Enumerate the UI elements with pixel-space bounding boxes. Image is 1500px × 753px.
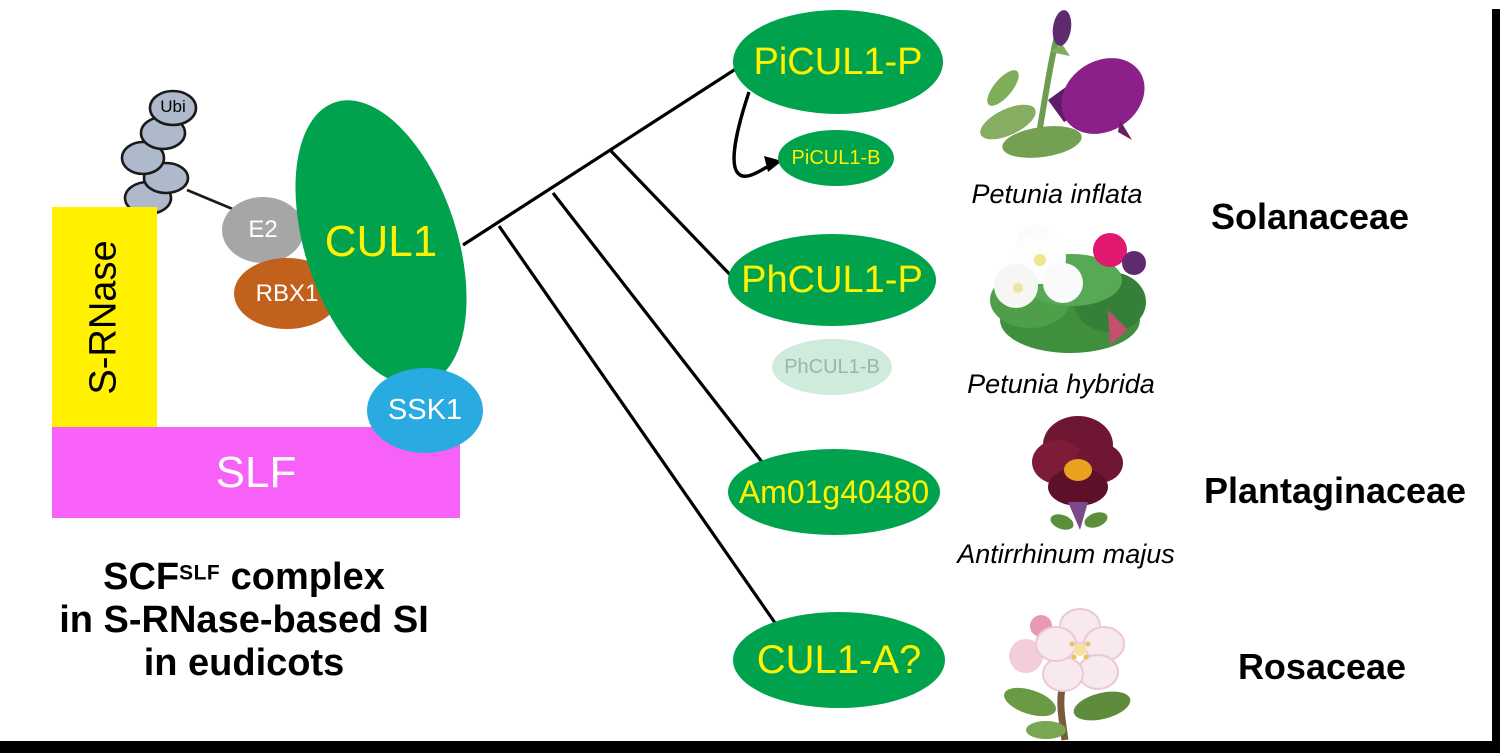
screen-bezel-bottom [0, 741, 1500, 753]
caption-line-1: SCFSLF complex [103, 556, 385, 598]
petunia-hybrida-photo [990, 224, 1146, 353]
family-solanaceae: Solanaceae [1210, 196, 1410, 237]
s-rnase-label: S-RNase [83, 239, 125, 395]
caption-line-3: in eudicots [143, 641, 345, 684]
node-phcul1-b: PhCUL1-B [772, 339, 892, 395]
phylogeny-lines [462, 61, 782, 631]
node-am01g40480: Am01g40480 [728, 449, 940, 535]
node-cul1-a-label: CUL1-A? [756, 637, 922, 682]
petunia-inflata-photo [980, 10, 1145, 158]
figure-caption: SCFSLF complex in S-RNase-based SI in eu… [34, 556, 454, 685]
slf-box: SLF [52, 427, 460, 518]
ssk1-label: SSK1 [387, 394, 463, 426]
screen-bezel-right [1492, 9, 1500, 753]
branch-to-cul1a [497, 225, 782, 631]
species-antirrhinum-majus: Antirrhinum majus [957, 539, 1175, 569]
ssk1-ellipse: SSK1 [367, 368, 483, 453]
duplication-arrow [732, 91, 782, 178]
ubi-circle [120, 140, 166, 176]
antirrhinum-majus-photo [1032, 416, 1123, 530]
ubi-circle-top [148, 89, 198, 127]
node-phcul1-p: PhCUL1-P [728, 234, 936, 326]
species-petunia-hybrida: Petunia hybrida [967, 369, 1155, 399]
branch-to-phcul1p [609, 149, 742, 287]
cul1-label: CUL1 [324, 217, 438, 266]
node-cul1-a: CUL1-A? [733, 612, 945, 708]
branch-to-picul1p [462, 61, 746, 247]
node-picul1-p-label: PiCUL1-P [753, 40, 923, 83]
family-rosaceae: Rosaceae [1237, 646, 1407, 687]
slf-label: SLF [215, 447, 297, 497]
e2-ellipse: E2 [222, 197, 304, 263]
caption-superscript: SLF [179, 561, 221, 585]
ubi-e2-connector [186, 188, 236, 212]
species-petunia-inflata: Petunia inflata [971, 179, 1143, 209]
node-phcul1-p-label: PhCUL1-P [741, 258, 923, 301]
node-am01g40480-label: Am01g40480 [738, 473, 930, 510]
ubiquitin-chain [120, 89, 236, 216]
arrowhead [764, 156, 782, 172]
node-picul1-p: PiCUL1-P [733, 10, 943, 114]
branch-to-am01g [551, 192, 764, 463]
node-picul1-b: PiCUL1-B [778, 130, 894, 186]
family-plantaginaceae: Plantaginaceae [1203, 470, 1467, 511]
apple-blossom-photo [1004, 608, 1131, 741]
node-phcul1-b-label: PhCUL1-B [784, 355, 880, 378]
ubi-label: Ubi [160, 97, 186, 116]
s-rnase-box: S-RNase [52, 207, 157, 427]
caption-line-2: in S-RNase-based SI [59, 598, 429, 641]
e2-label: E2 [248, 216, 278, 243]
rbx1-label: RBX1 [255, 279, 319, 307]
node-picul1-b-label: PiCUL1-B [791, 146, 881, 169]
